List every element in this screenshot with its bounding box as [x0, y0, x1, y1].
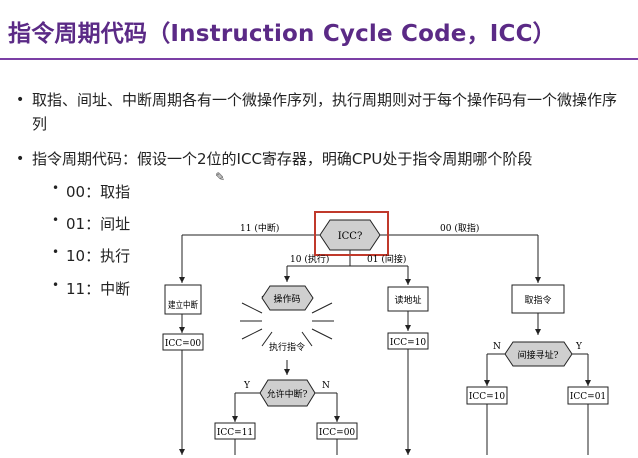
icc01-box — [567, 386, 609, 405]
sub-bullet-2: •01：间址 — [52, 213, 131, 233]
sub-bullet-1: •00：取指 — [52, 181, 131, 201]
icc00-left-label: ICC=00 — [165, 339, 202, 349]
icc00-bottom-box — [316, 422, 358, 440]
icc00-bottom-label: ICC=00 — [319, 428, 356, 438]
sub-bullet-1-text: 00：取指 — [66, 183, 131, 201]
allow-interrupt-label: 允许中断? — [267, 388, 308, 400]
icc01-label: ICC=01 — [570, 392, 606, 402]
indirect-decision — [504, 341, 573, 367]
allow-interrupt-decision — [259, 379, 316, 407]
sub-bullet-3-text: 10：执行 — [66, 247, 131, 265]
bullet-1-text: 取指、间址、中断周期各有一个微操作序列，执行周期则对于每个操作码有一个微操作序列 — [32, 91, 618, 133]
icc10-mid-box — [387, 332, 429, 350]
opcode-decision — [261, 285, 314, 311]
icc10-mid-label: ICC=10 — [390, 338, 427, 348]
sub-bullet-3: •10：执行 — [52, 245, 131, 265]
execute-label: 执行指令 — [269, 341, 305, 353]
allow-interrupt-no: N — [322, 381, 330, 391]
icc10-right-box — [466, 386, 508, 405]
icc11-label: ICC=11 — [217, 428, 253, 438]
sub-bullet-4: •11：中断 — [52, 278, 131, 298]
bullet-2: • 指令周期代码：假设一个2位的ICC寄存器，明确CPU处于指令周期哪个阶段 — [16, 147, 622, 171]
indirect-yes: Y — [575, 342, 583, 352]
setup-interrupt-box — [164, 284, 202, 315]
fetch-label: 取指令 — [524, 294, 551, 306]
branch-label-10: 10 (执行) — [290, 253, 329, 265]
icc-decision — [319, 219, 381, 251]
indirect-label: 间接寻址? — [518, 349, 559, 361]
branch-label-11: 11 (中断) — [240, 222, 279, 234]
opcode-label: 操作码 — [273, 293, 300, 305]
branch-label-01: 01 (间接) — [367, 253, 406, 265]
bullet-1: • 取指、间址、中断周期各有一个微操作序列，执行周期则对于每个操作码有一个微操作… — [16, 88, 622, 136]
sub-bullet-4-text: 11：中断 — [66, 280, 131, 298]
read-address-label: 读地址 — [394, 294, 421, 306]
bullet-2-text: 指令周期代码：假设一个2位的ICC寄存器，明确CPU处于指令周期哪个阶段 — [32, 150, 533, 168]
icc11-box — [214, 422, 256, 440]
branch-label-00: 00 (取指) — [440, 222, 479, 234]
pencil-cursor-icon: ✎ — [215, 170, 226, 184]
read-address-box — [387, 286, 429, 312]
icc-decision-label: ICC? — [338, 231, 363, 242]
allow-interrupt-yes: Y — [243, 381, 251, 391]
fetch-box — [511, 284, 565, 314]
bullet-dot: • — [16, 151, 25, 167]
highlight-box — [314, 211, 389, 256]
indirect-no: N — [493, 342, 501, 352]
bullet-dot: • — [16, 92, 25, 108]
slide-title: 指令周期代码（Instruction Cycle Code，ICC） — [8, 21, 556, 47]
icc00-left-box — [162, 333, 204, 351]
setup-interrupt-label: 建立中断 — [168, 299, 198, 311]
sub-bullet-2-text: 01：间址 — [66, 215, 131, 233]
title-divider — [0, 58, 638, 60]
icc10-right-label: ICC=10 — [469, 392, 506, 402]
